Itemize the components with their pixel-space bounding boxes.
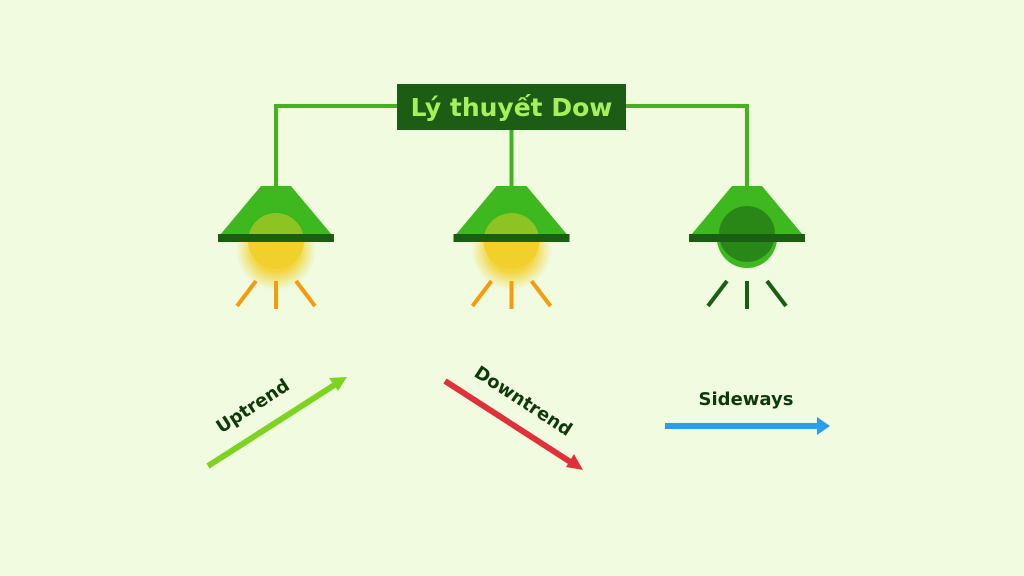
sideways-label: Sideways (699, 389, 794, 410)
lamps-group (218, 186, 805, 309)
uptrend-arrow-shaft (206, 381, 338, 469)
lamp-ray (235, 279, 258, 308)
uptrend-label: Uptrend (213, 375, 294, 438)
lamp-2 (453, 186, 570, 309)
lamp-ray (470, 279, 494, 308)
lamp-ray (529, 279, 553, 308)
lamp-band (689, 234, 805, 242)
lamp-3 (689, 186, 805, 309)
lamp-1 (218, 186, 334, 309)
lamp-ray (706, 279, 729, 308)
downtrend-arrow-shaft (443, 378, 574, 466)
wire-right (626, 104, 749, 188)
lamp-band (218, 234, 334, 242)
lamp-bulb-top (483, 207, 540, 235)
uptrend-arrow-head (329, 377, 347, 391)
lamp-band (453, 234, 570, 242)
wire-left (274, 104, 397, 188)
lamp-ray (294, 279, 317, 308)
title-background (397, 84, 626, 130)
trend-arrows-group: Uptrend Downtrend Sideways (206, 362, 830, 470)
lamp-bulb-top (248, 207, 304, 235)
downtrend-arrow-group: Downtrend (443, 362, 583, 470)
diagram-title: Lý thuyết Dow (411, 93, 613, 122)
title-box: Lý thuyết Dow (397, 84, 626, 130)
sideways-arrow-group: Sideways (665, 389, 830, 435)
downtrend-arrow-head (566, 454, 583, 470)
sideways-arrow-head (817, 417, 830, 435)
wire-network (274, 104, 749, 188)
uptrend-arrow-group: Uptrend (206, 375, 347, 469)
lamp-ray (765, 279, 788, 308)
